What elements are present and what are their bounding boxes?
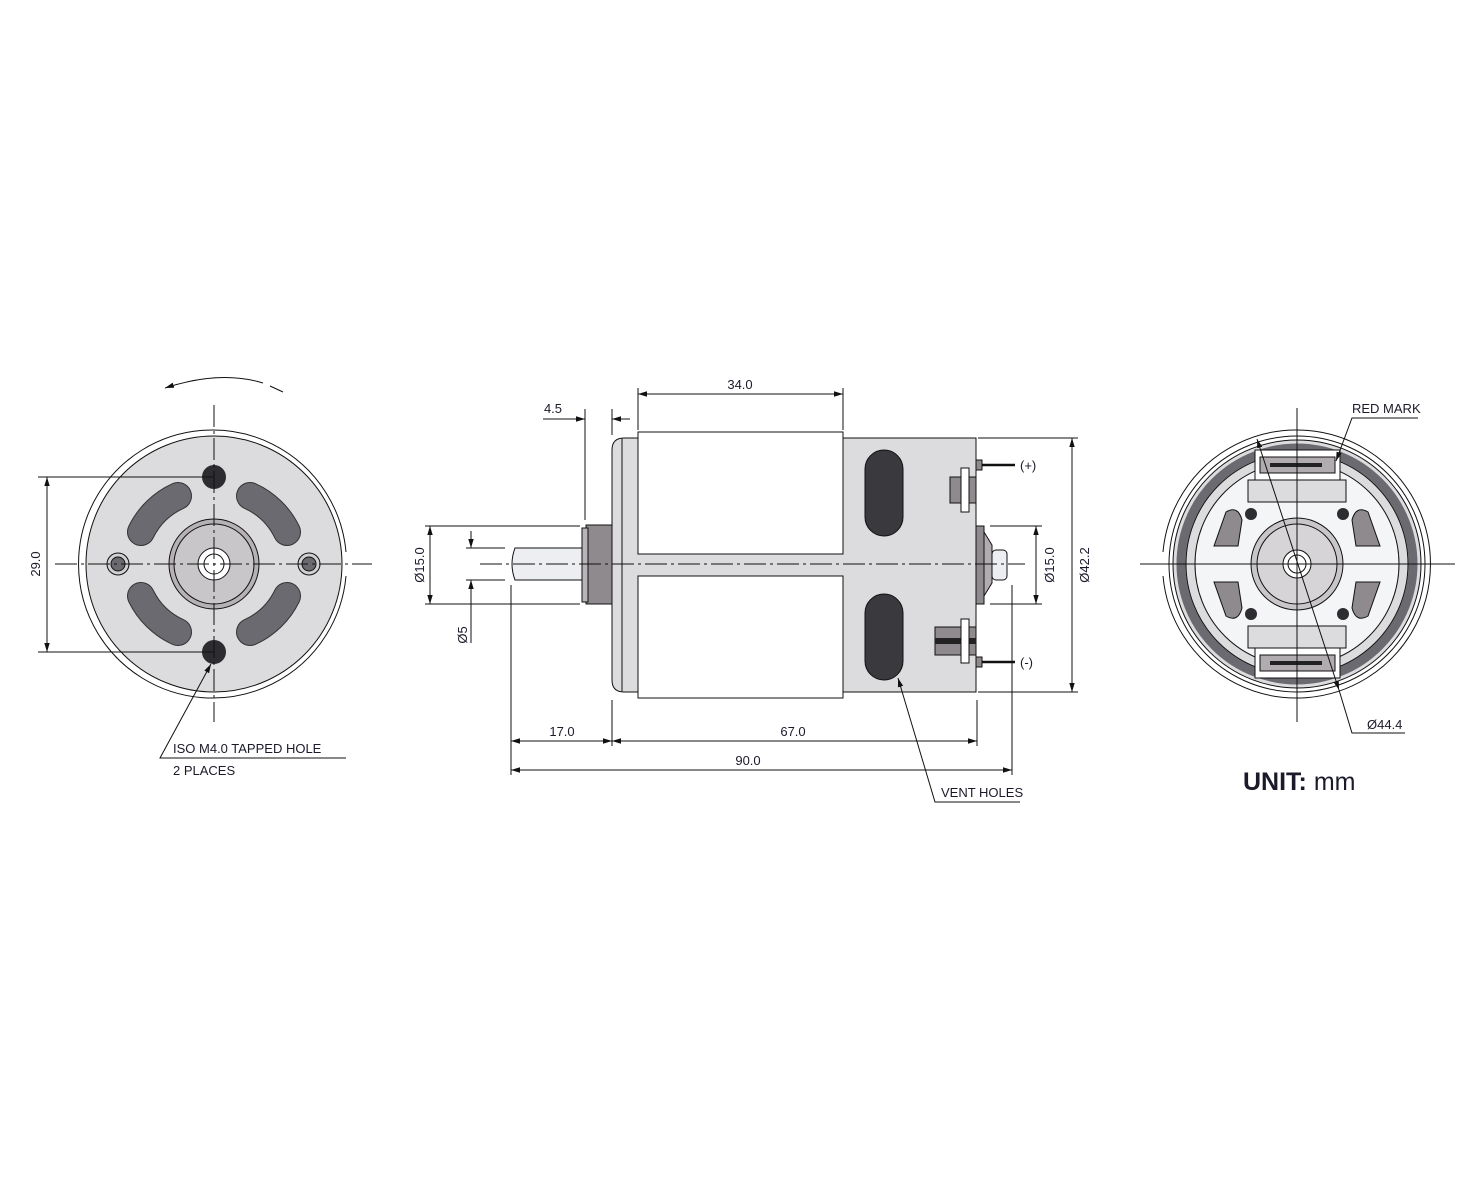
red-mark-label: RED MARK xyxy=(1352,401,1421,416)
dim-shaft-dia: Ø5 xyxy=(455,626,470,643)
hole-note-line1: ISO M4.0 TAPPED HOLE xyxy=(173,741,322,756)
dim-shoulder: 4.5 xyxy=(544,401,562,416)
terminal-negative: (-) xyxy=(934,618,1033,670)
unit-label: UNIT: mm xyxy=(1243,768,1356,796)
dim-total-length: 90.0 xyxy=(735,753,760,768)
vent-hole xyxy=(864,593,904,681)
terminal-positive: (+) xyxy=(949,458,1036,513)
magnet xyxy=(637,575,844,699)
dim-height: 29.0 xyxy=(28,551,43,576)
dim-body-dia: Ø42.2 xyxy=(1077,547,1092,582)
rear-view: Ø44.4 RED MARK xyxy=(1140,401,1455,734)
svg-text:(-): (-) xyxy=(1020,655,1033,670)
hole-note-line2: 2 PLACES xyxy=(173,763,235,778)
dim-shaft-length: 17.0 xyxy=(549,724,574,739)
vent-hole xyxy=(864,449,904,537)
dim-outer-dia: Ø44.4 xyxy=(1367,717,1402,732)
magnet xyxy=(637,431,844,555)
dim-body-length: 67.0 xyxy=(780,724,805,739)
cooling-slots xyxy=(127,482,301,646)
side-view: (+) (-) 34.0 4.5 Ø15.0 Ø5 Ø15.0 xyxy=(412,377,1092,803)
front-view: 29.0 ISO M4.0 TAPPED HOLE 2 PLACES xyxy=(28,377,372,778)
dim-magnet-length: 34.0 xyxy=(727,377,752,392)
dim-rear-hub-dia: Ø15.0 xyxy=(1042,547,1057,582)
vent-holes-label: VENT HOLES xyxy=(941,785,1023,800)
dim-front-hub-dia: Ø15.0 xyxy=(412,547,427,582)
rotation-arrow-icon xyxy=(164,377,264,389)
svg-text:(+): (+) xyxy=(1020,458,1036,473)
